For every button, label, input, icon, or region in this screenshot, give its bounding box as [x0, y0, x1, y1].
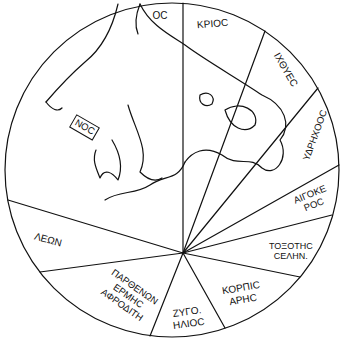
zodiac-sector: ΤΟΞΟΤΗCCΕΛΗΝ.: [267, 240, 315, 263]
coastlines: [46, 4, 286, 200]
zodiac-sector: ΥΔΡΗΧΟΟC: [299, 106, 331, 164]
sector-lines: [8, 3, 339, 336]
sector-label: ΙΧΘΥΕC: [271, 51, 300, 89]
zodiac-sector: ΚΡΙΟC: [194, 15, 230, 32]
sector-label: ΚΡΙΟC: [196, 17, 228, 31]
sector-label: ΤΟΞΟΤΗC: [269, 241, 313, 251]
sector-label: NOC: [72, 117, 96, 137]
sector-label: ΛΕΩΝ: [33, 231, 63, 249]
zodiac-circle: [5, 3, 339, 337]
zodiac-sector: OC: [151, 9, 170, 23]
zodiac-sector: ΙΧΘΥΕC: [269, 48, 301, 91]
zodiac-sector: ΠΑΡΘΕΝΩΝΕΡΜΗCΑΦΡΟΔΙΤΗ: [94, 265, 162, 327]
zodiac-sector: NOC: [69, 114, 100, 140]
zodiac-sector: ΖΥΓΟ.ΗΛΙΟC: [168, 302, 207, 332]
zodiac-sector: ΚΟΡΠΙCΑΡΗC: [219, 277, 265, 309]
sector-label: CΕΛΗΝ.: [269, 251, 313, 261]
sector-label: OC: [153, 10, 168, 22]
sector-label: ΥΔΡΗΧΟΟC: [301, 108, 329, 162]
zodiac-sector: ΛΕΩΝ: [31, 229, 65, 250]
zodiac-sector: ΑΙΓΟΚΕΡΟC: [290, 182, 334, 218]
